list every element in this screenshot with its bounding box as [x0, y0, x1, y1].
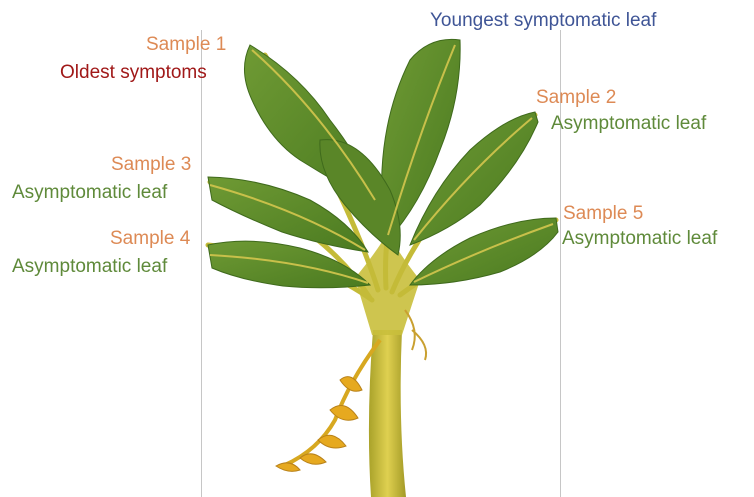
small-shoots: [405, 310, 426, 360]
sample-4-note: Asymptomatic leaf: [12, 256, 167, 278]
sample-2-note: Asymptomatic leaf: [551, 113, 706, 135]
sample-5-label: Sample 5: [563, 203, 643, 225]
sample-3-note: Asymptomatic leaf: [12, 182, 167, 204]
sample-5-note: Asymptomatic leaf: [562, 228, 717, 250]
sample-4-label: Sample 4: [110, 228, 190, 250]
pseudostem: [369, 330, 406, 497]
sample-3-label: Sample 3: [111, 154, 191, 176]
sample-2-label: Sample 2: [536, 87, 616, 109]
sample-1-label: Sample 1: [146, 34, 226, 56]
youngest-symptomatic-leaf-label: Youngest symptomatic leaf: [430, 10, 656, 32]
oldest-symptoms-label: Oldest symptoms: [60, 62, 207, 84]
